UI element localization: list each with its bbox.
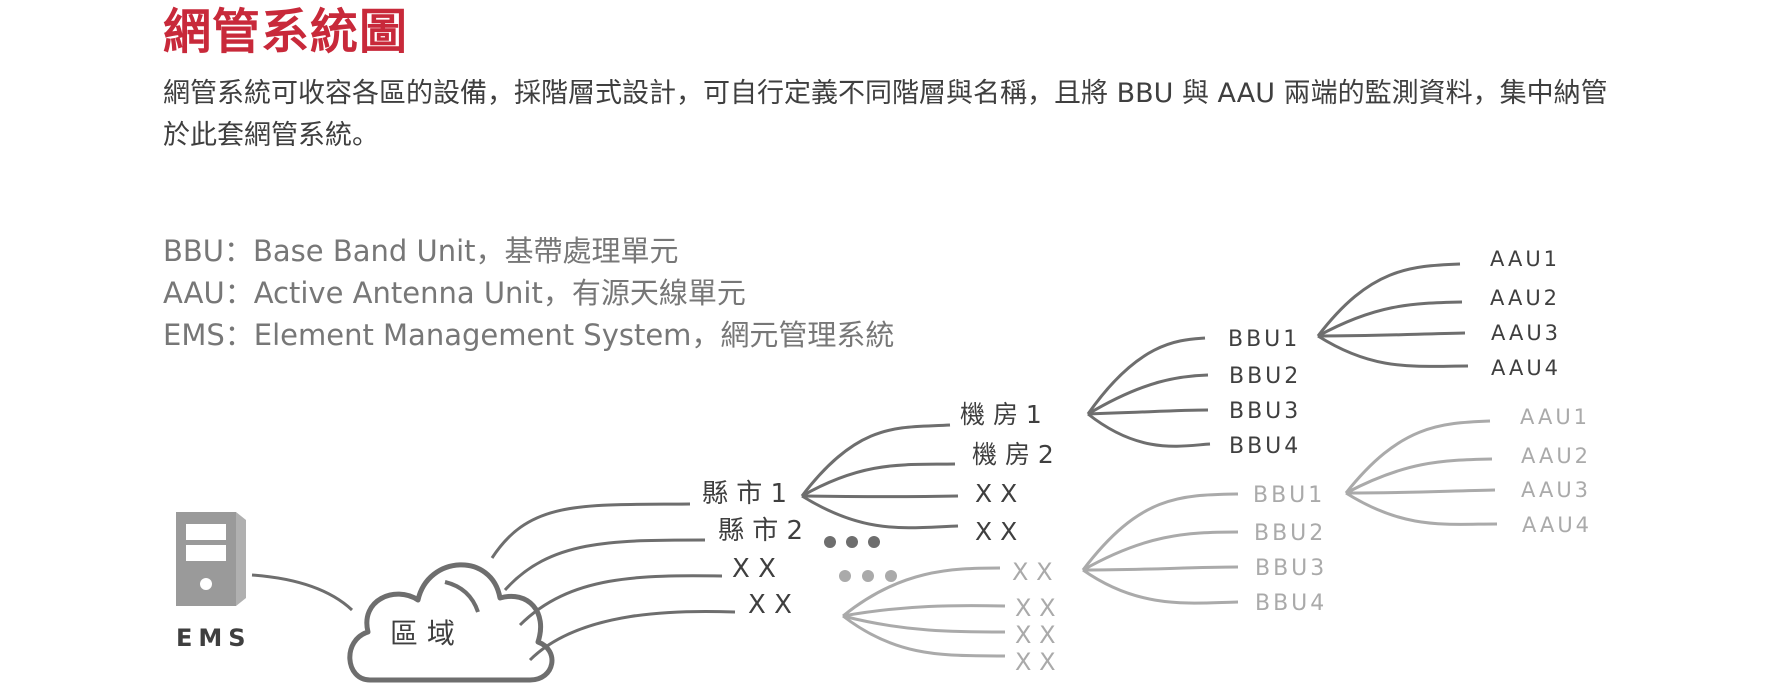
server-icon	[176, 512, 246, 606]
aau-label: AAU2	[1490, 286, 1560, 310]
xx-label: X X	[1015, 594, 1056, 622]
room-label: 機 房 2	[972, 440, 1054, 469]
xx-label: X X	[1015, 621, 1056, 649]
city-label: 縣 市 2	[718, 516, 803, 546]
definition-list: BBU：Base Band Unit，基帶處理單元 AAU：Active Ant…	[163, 230, 894, 356]
region-label: 區 域	[390, 617, 455, 650]
aau-label: AAU1	[1490, 247, 1560, 271]
bbu-label: BBU3	[1229, 399, 1301, 424]
bbu-label: BBU1	[1228, 327, 1300, 352]
cloud-icon	[347, 562, 555, 683]
room-label: 機 房 1	[960, 400, 1042, 429]
bbu-aau-branches	[1316, 262, 1469, 368]
ellipsis-dots	[824, 536, 880, 548]
xx-label: X X	[1012, 558, 1053, 586]
bbu-label: BBU1	[1253, 483, 1325, 508]
definition-ems: EMS：Element Management System，網元管理系統	[163, 318, 895, 352]
room-label: X X	[975, 517, 1017, 546]
ems-region-link	[251, 573, 354, 612]
bbu-label: BBU4	[1255, 591, 1327, 616]
bbu-label: BBU2	[1254, 521, 1326, 546]
aau-label: AAU2	[1521, 444, 1591, 468]
page-description: 網管系統可收容各區的設備，採階層式設計，可自行定義不同階層與名稱，且將 BBU …	[163, 78, 1608, 151]
aau-label: AAU3	[1521, 478, 1591, 502]
definition-bbu: BBU：Base Band Unit，基帶處理單元	[163, 234, 679, 268]
region-city-branches	[490, 502, 736, 662]
room-bbu-branches	[1086, 336, 1211, 448]
xx-branches	[842, 566, 1006, 658]
city-label: 縣 市 1	[702, 479, 787, 509]
bbu-label: BBU3	[1255, 556, 1327, 581]
bbu-label: BBU2	[1229, 364, 1301, 389]
room-label: X X	[975, 479, 1017, 508]
ems-label: EMS	[176, 624, 252, 652]
bbu-label: BBU4	[1229, 434, 1301, 459]
city-label: X X	[732, 554, 776, 584]
ellipsis-dots	[839, 570, 897, 582]
aau-label: AAU3	[1491, 321, 1561, 345]
definition-aau: AAU：Active Antenna Unit，有源天線單元	[163, 276, 746, 310]
bbu-aau-branches-secondary	[1344, 419, 1498, 526]
aau-label: AAU4	[1522, 513, 1592, 537]
xx-label: X X	[1015, 648, 1056, 676]
aau-label: AAU4	[1491, 356, 1561, 380]
city-label: X X	[748, 590, 792, 620]
city-room-branches	[800, 423, 959, 530]
aau-label: AAU1	[1520, 405, 1590, 429]
page-title: 網管系統圖	[163, 4, 409, 60]
room-bbu-branches-secondary	[1081, 492, 1239, 605]
